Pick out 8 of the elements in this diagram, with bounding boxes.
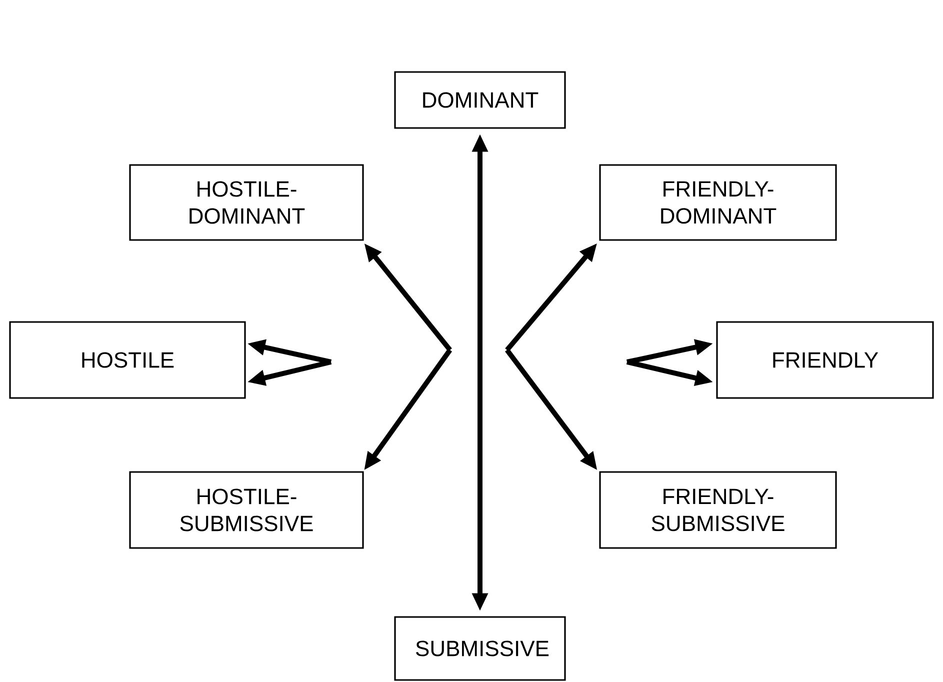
label-box: HOSTILE-DOMINANT [129, 164, 364, 241]
label-box: FRIENDLY-SUBMISSIVE [599, 471, 837, 549]
label-box: HOSTILE-SUBMISSIVE [129, 471, 364, 549]
label-box: SUBMISSIVE [394, 616, 566, 681]
label-box: HOSTILE [9, 321, 246, 399]
label-box: FRIENDLY [716, 321, 934, 399]
label-box: DOMINANT [394, 71, 566, 129]
label-box: FRIENDLY-DOMINANT [599, 164, 837, 241]
